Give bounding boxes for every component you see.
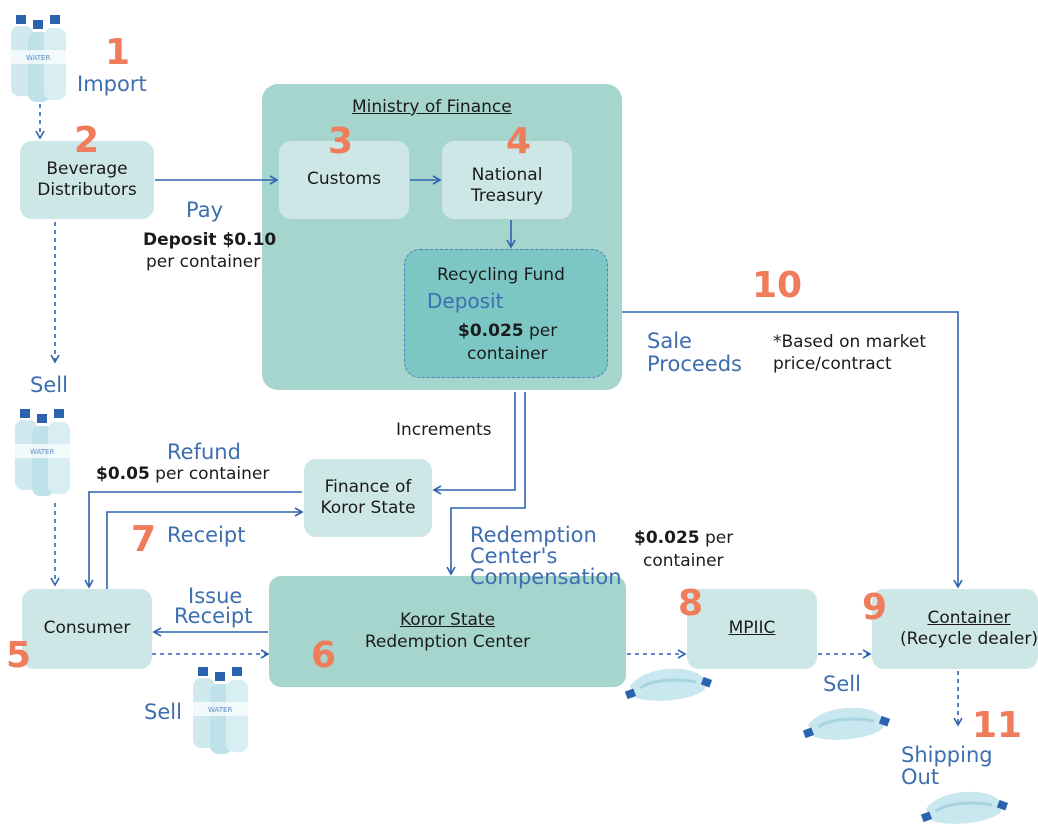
- arrow-compensation: [446, 392, 526, 576]
- step-number-11: 11: [972, 705, 1023, 746]
- redemption-center-box: Koror State Redemption Center: [269, 576, 626, 687]
- label-market-2: price/contract: [773, 354, 892, 374]
- step-number-1: 1: [105, 32, 131, 73]
- distributors-line-1: Beverage: [46, 158, 128, 179]
- label-issue: Issue: [188, 584, 243, 608]
- label-compensation-unit: container: [643, 551, 724, 571]
- label-refund: Refund: [167, 440, 241, 464]
- customs-label: Customs: [307, 169, 381, 190]
- arrow-refund: [84, 491, 302, 589]
- mpiic-label: MPIIC: [728, 618, 776, 639]
- beverage-distributors-box: Beverage Distributors: [20, 141, 154, 219]
- step-number-9: 9: [862, 587, 888, 628]
- recycling-fund-title: Recycling Fund: [437, 265, 565, 285]
- label-proceeds: Proceeds: [647, 352, 742, 376]
- label-import: Import: [77, 72, 147, 96]
- label-pay: Pay: [186, 198, 224, 222]
- step-number-2: 2: [74, 120, 100, 161]
- label-out: Out: [901, 765, 940, 789]
- mpiic-box: MPIIC: [687, 589, 817, 669]
- step-number-5: 5: [6, 635, 32, 676]
- recycling-fund-box: [404, 249, 608, 378]
- label-sell-bottom: Sell: [144, 700, 182, 724]
- label-sell-left: Sell: [30, 373, 68, 397]
- consumer-box: Consumer: [22, 589, 152, 669]
- label-increments: Increments: [396, 420, 492, 440]
- finance-koror-line-2: Koror State: [320, 498, 416, 518]
- national-treasury-box: National Treasury: [442, 141, 572, 219]
- label-market-1: *Based on market: [773, 332, 926, 352]
- arrow-sale-proceeds: [622, 311, 963, 589]
- label-redemption-2: Center's: [470, 544, 558, 568]
- recycling-fund-amount: $0.025 per: [458, 321, 558, 341]
- redemption-center-line-2: Redemption Center: [364, 631, 531, 652]
- label-deposit-amount: Deposit $0.10: [143, 230, 277, 250]
- recycling-fund-unit: container: [467, 344, 548, 364]
- consumer-label: Consumer: [43, 618, 131, 639]
- arrow-increments: [432, 392, 516, 495]
- container-line-2: (Recycle dealer): [900, 629, 1038, 649]
- arrow-receipt: [106, 507, 304, 589]
- label-sell-right: Sell: [823, 672, 861, 696]
- treasury-line-2: Treasury: [470, 186, 544, 206]
- label-refund-amount: $0.05 per container: [96, 464, 270, 484]
- step-number-3: 3: [328, 121, 354, 162]
- label-shipping: Shipping: [901, 743, 993, 767]
- redemption-center-line-1: Koror State: [399, 610, 496, 631]
- distributors-line-2: Distributors: [37, 180, 137, 200]
- step-number-6: 6: [311, 635, 337, 676]
- label-redemption-1: Redemption: [470, 523, 597, 547]
- treasury-line-1: National: [471, 164, 543, 185]
- finance-koror-line-1: Finance of: [324, 476, 412, 497]
- step-number-10: 10: [752, 265, 803, 306]
- customs-box: Customs: [279, 141, 409, 219]
- container-line-1: Container: [927, 607, 1011, 628]
- container-dealer-box: Container (Recycle dealer): [872, 589, 1038, 669]
- finance-koror-box: Finance of Koror State: [304, 459, 432, 537]
- label-compensation-amount: $0.025 per: [634, 528, 734, 548]
- ministry-title: Ministry of Finance: [352, 97, 512, 117]
- label-deposit-unit: per container: [146, 252, 261, 272]
- recycling-fund-deposit: Deposit: [427, 289, 504, 313]
- step-number-4: 4: [506, 121, 532, 162]
- label-sale: Sale: [647, 329, 692, 353]
- label-receipt: Receipt: [167, 523, 246, 547]
- step-number-8: 8: [678, 583, 704, 624]
- label-issue-receipt: Receipt: [174, 604, 253, 628]
- label-redemption-3: Compensation: [470, 565, 622, 589]
- step-number-7: 7: [131, 519, 157, 560]
